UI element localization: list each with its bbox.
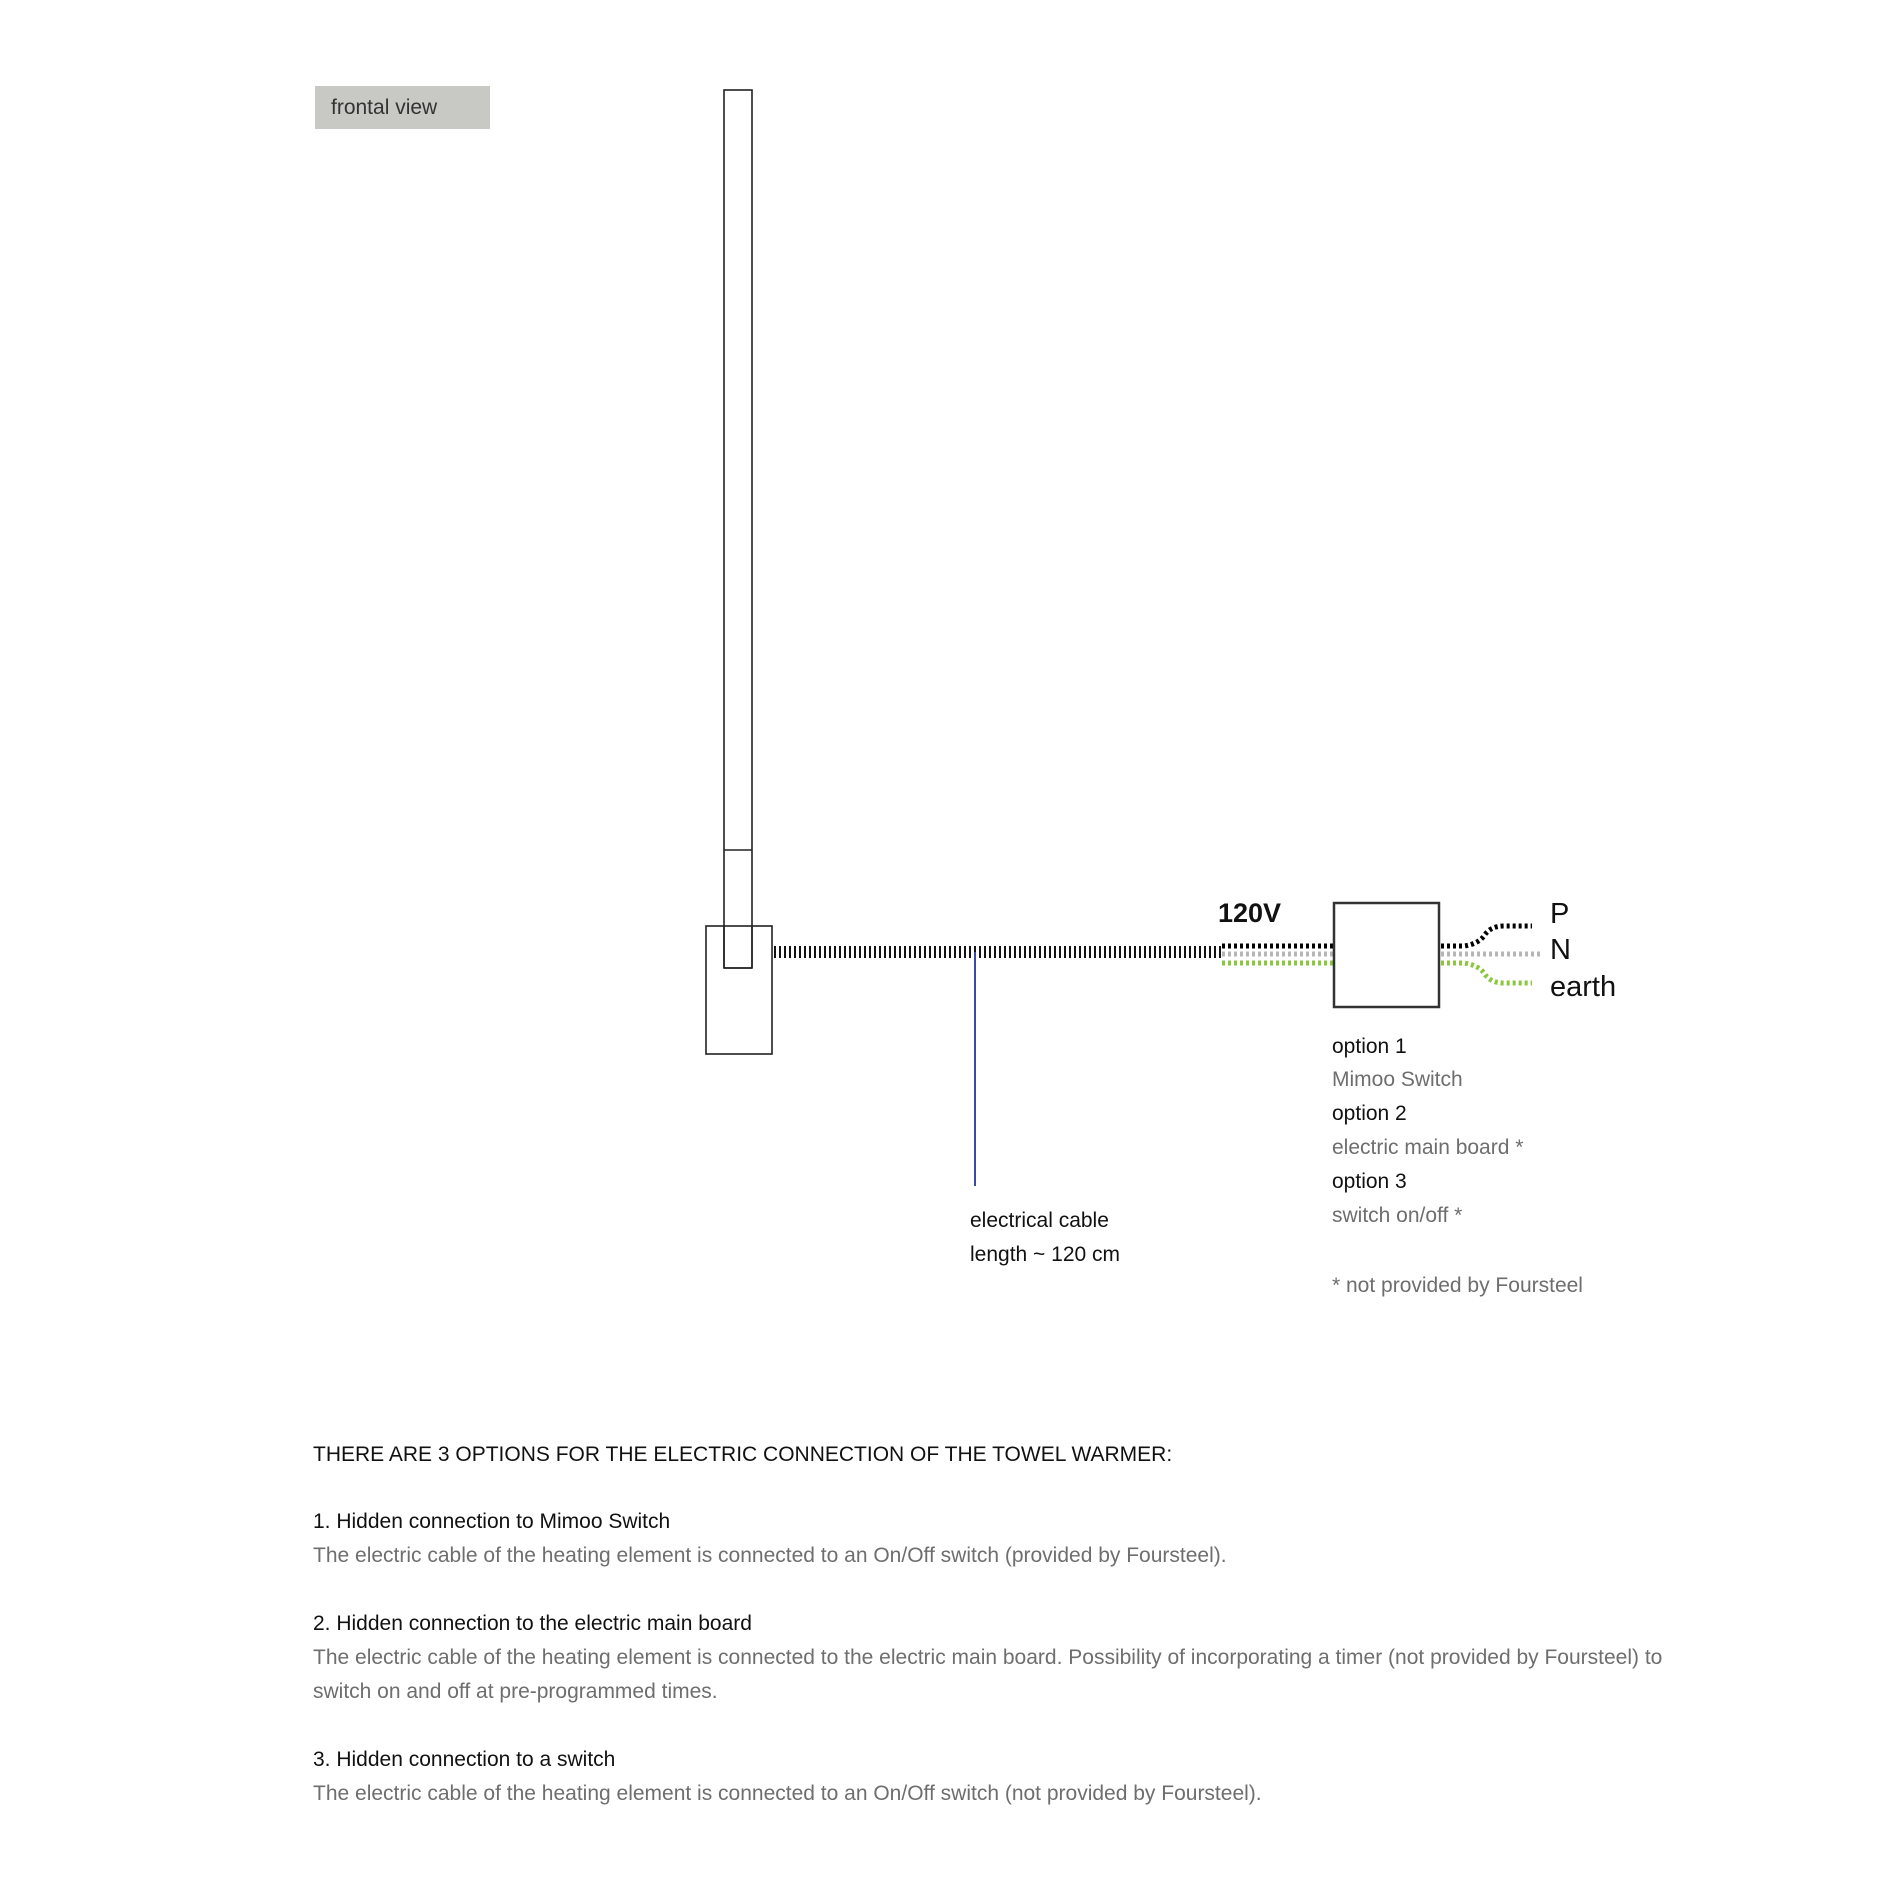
switch-box [1332,901,1441,1009]
element-connector-box [705,925,773,1055]
option-3-title: option 3 [1332,1170,1407,1193]
heating-element-rod [723,89,753,969]
wire-earth-out [1441,960,1532,986]
option-2-title: option 2 [1332,1102,1407,1125]
cable-note-line-1: electrical cable [970,1209,1109,1232]
wire-label-p: P [1550,898,1570,930]
instruction-2-body: The electric cable of the heating elemen… [313,1646,1663,1703]
instruction-1-body: The electric cable of the heating elemen… [313,1544,1227,1567]
option-3-desc: switch on/off * [1332,1204,1463,1227]
wire-label-earth: earth [1550,971,1617,1003]
voltage-label: 120V [1218,898,1282,928]
option-2-desc: electric main board * [1332,1136,1524,1159]
footnote: * not provided by Foursteel [1332,1274,1583,1297]
instructions-heading: THERE ARE 3 OPTIONS FOR THE ELECTRIC CON… [313,1443,1173,1466]
option-1-title: option 1 [1332,1035,1407,1058]
wire-label-n: N [1550,934,1571,966]
frontal-view-tag: frontal view [315,86,490,129]
wire-p-out [1441,923,1532,949]
instruction-3-body: The electric cable of the heating elemen… [313,1782,1262,1805]
option-1-desc: Mimoo Switch [1332,1068,1463,1091]
instruction-2-title: 2. Hidden connection to the electric mai… [313,1612,752,1635]
instruction-3-title: 3. Hidden connection to a switch [313,1748,616,1771]
cable-note-line-2: length ~ 120 cm [970,1243,1121,1266]
instruction-1-title: 1. Hidden connection to Mimoo Switch [313,1510,671,1533]
